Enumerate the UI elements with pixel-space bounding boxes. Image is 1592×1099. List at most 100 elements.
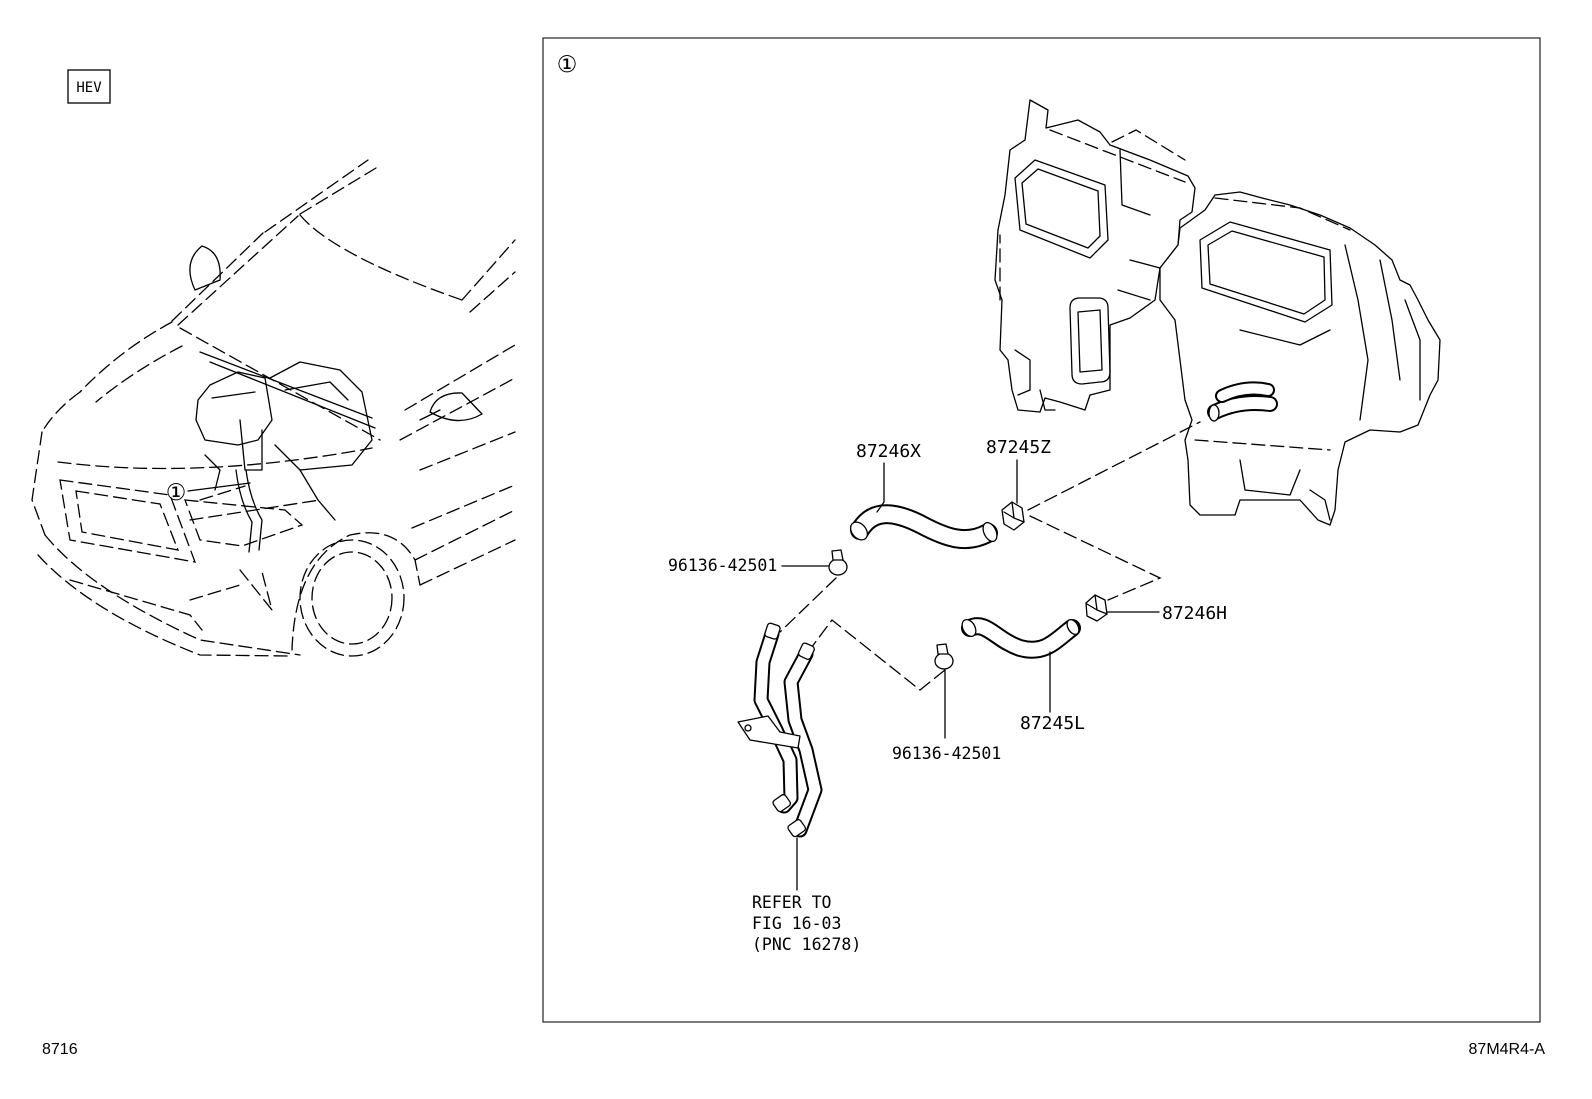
bay-dashed-2: [199, 485, 246, 501]
part-label-87246h[interactable]: 87246H: [1162, 603, 1227, 624]
hood-lip: [57, 447, 373, 470]
hev-badge: HEV: [67, 69, 111, 104]
windshield-top-edge: [299, 214, 463, 301]
connection-line-1: [1027, 421, 1201, 511]
lower-bracket-1: [1014, 349, 1031, 396]
roof-rail-right: [299, 167, 377, 215]
leader-87246x: [876, 462, 885, 513]
lower-bracket-3: [1239, 459, 1301, 496]
fog-lamp-line: [69, 579, 203, 631]
hvac-unit-right: [269, 361, 373, 471]
tire-outer: [299, 539, 405, 657]
blower-rib-2: [1379, 259, 1401, 381]
connection-line-4: [807, 619, 946, 691]
case-rib-2: [1117, 259, 1161, 301]
part-label-96136-upper[interactable]: 96136-42501: [668, 556, 777, 575]
mirror-right: [189, 245, 221, 291]
hose-87246x-inner: [852, 506, 996, 548]
duct-outlet: [1069, 297, 1111, 385]
engine-bay-components: [189, 351, 376, 553]
lower-bracket-4: [1309, 489, 1331, 521]
wheel-arch: [291, 532, 421, 651]
overview-callout: ①: [166, 480, 187, 506]
reference-note: REFER TO FIG 16-03 (PNC 16278): [752, 893, 861, 954]
blower-rib-3: [1404, 299, 1421, 401]
blower-case: [1159, 191, 1441, 526]
clamp-87245z-detail: [1003, 501, 1025, 523]
a-pillar-inner: [177, 215, 299, 326]
hvac-rib-1: [284, 381, 349, 401]
rocker-line-lower: [419, 539, 516, 586]
part-label-87245z[interactable]: 87245Z: [986, 437, 1051, 458]
door-line-lower: [411, 484, 516, 529]
clamp-87246h-detail: [1086, 594, 1108, 615]
roof-rail-left: [264, 159, 369, 233]
pipe-b-cap-bottom: [787, 819, 807, 838]
blower-rib-1: [1344, 244, 1369, 421]
hose-87246x: [849, 504, 998, 550]
door-line-mid: [419, 431, 516, 471]
hose-87246x-end-a: [849, 521, 869, 541]
part-label-87245l[interactable]: 87245L: [1020, 713, 1085, 734]
hood-crease: [95, 345, 183, 403]
chin-accent: [239, 569, 273, 611]
water-pipe-assembly: [737, 622, 823, 838]
detail-callout: ①: [557, 52, 578, 78]
heater-pipe-outline: [235, 469, 263, 553]
a-pillar-outer: [171, 232, 264, 322]
blower-top-hidden: [1214, 197, 1351, 231]
clamp-87246h: [1085, 594, 1108, 622]
mirror-left-stalk: [419, 409, 441, 421]
pipe-bracket: [737, 715, 801, 749]
evaporator-opening: [1014, 159, 1109, 259]
clamp-96136-lower-tab: [936, 643, 949, 655]
connection-line-3: [779, 577, 837, 633]
hood-left-edge: [79, 321, 173, 393]
cowl-wiper-upper: [199, 351, 373, 419]
case-top-hidden-2: [1111, 129, 1186, 161]
reference-note-line-1: REFER TO: [752, 893, 831, 912]
mirror-left: [429, 392, 483, 422]
clamp-87245z: [1001, 501, 1025, 531]
figure-number: 8716: [42, 1041, 78, 1058]
clamp-96136-upper-ring: [828, 558, 848, 576]
side-window-line: [469, 271, 516, 313]
hev-badge-frame: [67, 69, 111, 104]
hood-front-edge: [41, 391, 81, 433]
overview-callout-leader: [187, 482, 251, 492]
reference-note-line-3: (PNC 16278): [752, 935, 861, 954]
hev-badge-label: HEV: [76, 80, 102, 96]
pipe-bracket-hole: [744, 724, 752, 732]
cowl-line: [179, 327, 381, 441]
clamp-96136-upper-tab: [831, 549, 844, 561]
pipe-a-cap-top: [764, 622, 781, 640]
case-rib-1: [1119, 149, 1151, 216]
unit-pipe2-inner: [1217, 383, 1273, 401]
hose-87245l-inner: [963, 619, 1079, 657]
headlight: [184, 499, 304, 547]
front-bumper-lower: [37, 554, 291, 657]
vehicle-overview: ①: [31, 159, 516, 657]
hose-87246x-end-b: [982, 521, 998, 543]
cowl-wiper-lower: [209, 361, 376, 429]
clamp-96136-lower-ring: [934, 652, 954, 670]
bracket: [204, 454, 221, 491]
detail-panel: ①: [542, 37, 1541, 1023]
hvac-rib-2: [211, 391, 256, 399]
front-corner: [31, 431, 46, 536]
hvac-unit-left: [195, 371, 273, 446]
part-label-87246x[interactable]: 87246X: [856, 441, 921, 462]
part-label-96136-lower[interactable]: 96136-42501: [892, 744, 1001, 763]
lower-intake-line: [189, 584, 241, 601]
hvac-duct: [239, 419, 263, 471]
rocker-line-upper: [414, 509, 516, 561]
pipe-a-cap-bottom: [772, 794, 792, 813]
evaporator-case: [994, 99, 1196, 413]
blower-opening-inner: [1207, 230, 1326, 315]
connection-line-2: [1029, 515, 1162, 601]
unit-pipe-end: [1208, 404, 1220, 422]
clamp-96136-upper: [828, 549, 848, 576]
door-line-upper: [399, 377, 516, 441]
evaporator-opening-inner: [1021, 168, 1101, 249]
